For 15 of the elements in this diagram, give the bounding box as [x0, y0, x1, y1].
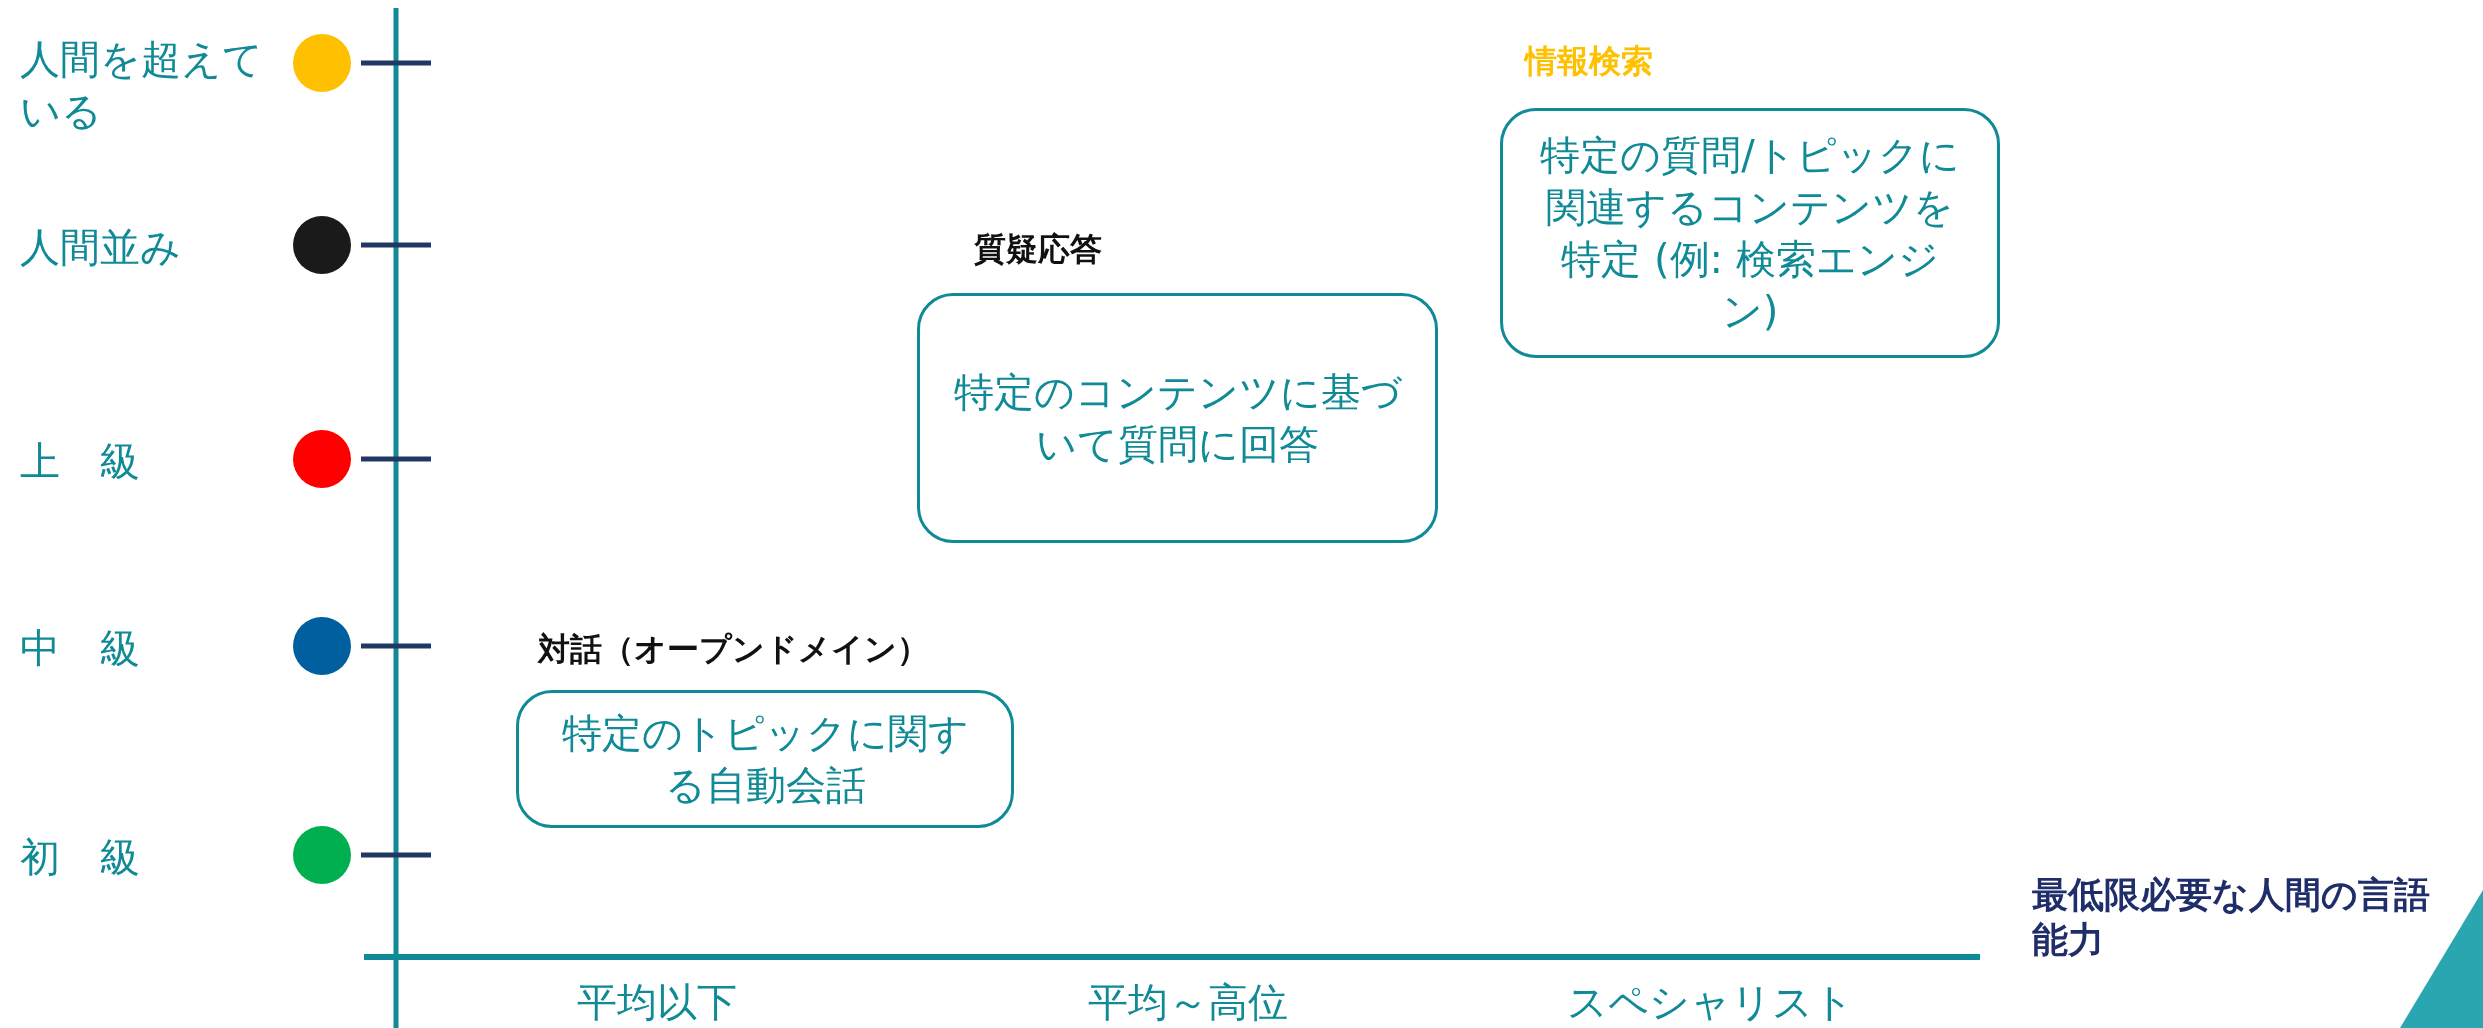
category-label: 平均～高位: [1088, 978, 1288, 1027]
description-card: 特定のトピックに関する自動会話: [516, 690, 1014, 828]
description-card: 特定のコンテンツに基づいて質問に回答: [917, 293, 1438, 543]
category-heading: 対話（オープンドメイン）: [538, 629, 929, 670]
category-label: 平均以下: [577, 978, 737, 1027]
category-label: スペシャリスト: [1566, 978, 1854, 1027]
level-label: 人間を超えている: [20, 35, 264, 136]
category-heading: 質疑応答: [974, 229, 1102, 270]
level-label: 人間並み: [20, 223, 182, 272]
axis-title: 最低限必要な人間の言語能力: [2032, 873, 2431, 962]
level-label: 中 級: [20, 624, 141, 673]
level-label: 上 級: [20, 437, 141, 486]
description-card: 特定の質問/トピックに関連するコンテンツを特定 (例: 検索エンジン): [1500, 108, 2000, 358]
level-label: 初 級: [20, 833, 141, 882]
category-heading: 情報検索: [1525, 41, 1653, 82]
